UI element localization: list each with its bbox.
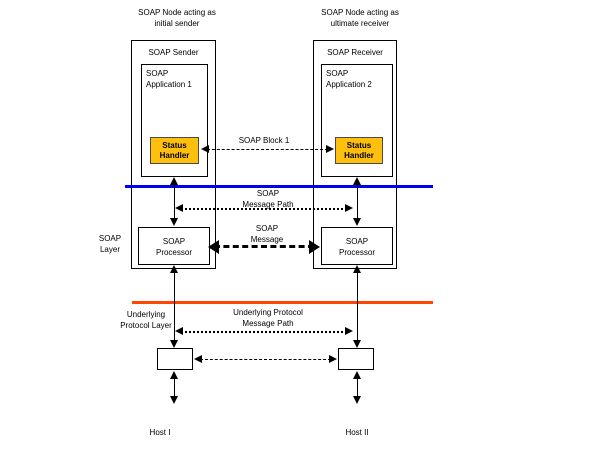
soap-layer-label-line2: Layer xyxy=(99,245,120,254)
app-processor-arrow-right-line xyxy=(357,183,358,220)
right-node-caption-line1: SOAP Node acting as xyxy=(321,8,399,17)
arrowhead-right-icon xyxy=(345,327,353,335)
host-right-label: Host II xyxy=(345,428,369,437)
soap-receiver-label: SOAP Receiver xyxy=(327,48,383,57)
underlying-node-left-box xyxy=(157,348,193,370)
node-wire-arrow-right xyxy=(353,371,362,404)
soap-message-label-line1: SOAP xyxy=(255,224,279,233)
status-handler-right-line1: Status xyxy=(346,140,372,150)
app-processor-arrow-left xyxy=(170,177,179,226)
soap-message-path-label: SOAP Message Path xyxy=(218,188,318,210)
arrowhead-up-icon xyxy=(353,265,361,273)
soap-message-path-arrow-line xyxy=(181,208,347,210)
arrowhead-left-icon xyxy=(208,240,219,254)
processor-node-arrow-left xyxy=(170,265,179,348)
underlying-message-path-label: Underlying Protocol Message Path xyxy=(218,307,318,329)
host-left-label: Host I xyxy=(149,428,171,437)
soap-layer-line xyxy=(125,185,433,188)
soap-sender-label: SOAP Sender xyxy=(148,48,199,57)
left-node-caption-line2: initial sender xyxy=(154,19,200,28)
soap-message-path-label-line1: SOAP xyxy=(256,189,280,198)
status-handler-right-line2: Handler xyxy=(344,150,374,160)
underlying-message-path-label-line2: Message Path xyxy=(242,319,294,328)
left-node-caption: SOAP Node acting as initial sender xyxy=(112,7,242,29)
soap-processor-left-label-line2: Processor xyxy=(155,248,192,257)
arrowhead-up-icon xyxy=(170,265,178,273)
arrowhead-up-icon xyxy=(353,371,361,379)
soap-message-label-line2: Message xyxy=(250,235,284,244)
underlying-node-link-arrow-line xyxy=(200,359,331,360)
soap-block-label: SOAP Block 1 xyxy=(238,136,290,145)
soap-message-arrow xyxy=(208,240,320,254)
underlying-protocol-layer-label-line1: Underlying xyxy=(126,310,166,319)
right-node-caption: SOAP Node acting as ultimate receiver xyxy=(295,7,425,29)
status-handler-right-box: Status Handler xyxy=(335,137,383,164)
underlying-message-path-label-line1: Underlying Protocol xyxy=(233,308,303,317)
node-wire-arrow-right-line xyxy=(357,377,358,398)
underlying-message-path-arrow xyxy=(175,327,353,337)
underlying-protocol-layer-line xyxy=(132,301,433,304)
soap-layer-label-line1: SOAP xyxy=(98,234,122,243)
arrowhead-left-icon xyxy=(175,204,183,212)
soap-processor-right-label-line2: Processor xyxy=(338,248,375,257)
soap-message-arrow-line xyxy=(214,245,314,248)
soap-processor-right-box xyxy=(321,227,393,265)
status-handler-left-line1: Status xyxy=(162,140,187,150)
left-node-caption-line1: SOAP Node acting as xyxy=(138,8,216,17)
soap-processor-left-label: SOAP Processor xyxy=(138,236,210,258)
soap-application-1-label-line2: Application 1 xyxy=(146,80,192,89)
arrowhead-down-icon xyxy=(353,340,361,348)
soap-application-2-label-line1: SOAP xyxy=(326,69,349,78)
soap-processor-right-label: SOAP Processor xyxy=(321,236,393,258)
arrowhead-right-icon xyxy=(326,145,334,153)
arrowhead-left-icon xyxy=(201,145,209,153)
processor-node-arrow-left-line xyxy=(174,271,175,342)
underlying-node-link-arrow xyxy=(194,355,337,364)
arrowhead-down-icon xyxy=(353,396,361,404)
soap-message-path-arrow xyxy=(175,204,353,214)
app-processor-arrow-right xyxy=(353,177,362,226)
arrowhead-up-icon xyxy=(170,371,178,379)
processor-node-arrow-right xyxy=(353,265,362,348)
soap-application-2-label-line2: Application 2 xyxy=(326,80,372,89)
soap-message-path-label-line2: Message Path xyxy=(242,200,294,209)
right-node-caption-line2: ultimate receiver xyxy=(330,19,390,28)
arrowhead-right-icon xyxy=(329,355,337,363)
soap-message-label: SOAP Message xyxy=(217,223,317,245)
underlying-protocol-layer-label-line2: Protocol Layer xyxy=(120,321,172,330)
soap-processor-left-label-line1: SOAP xyxy=(162,237,186,246)
arrowhead-down-icon xyxy=(170,218,178,226)
arrowhead-left-icon xyxy=(194,355,202,363)
soap-application-2-label: SOAP Application 2 xyxy=(326,68,388,90)
soap-block-arrow xyxy=(201,145,334,154)
soap-layer-label: SOAP Layer xyxy=(85,233,135,255)
arrowhead-down-icon xyxy=(170,396,178,404)
arrowhead-right-icon xyxy=(309,240,320,254)
soap-block-arrow-line xyxy=(207,149,328,150)
arrowhead-down-icon xyxy=(170,340,178,348)
node-wire-arrow-left xyxy=(170,371,179,404)
arrowhead-up-icon xyxy=(353,177,361,185)
arrowhead-right-icon xyxy=(345,204,353,212)
node-wire-arrow-left-line xyxy=(174,377,175,398)
processor-node-arrow-right-line xyxy=(357,271,358,342)
arrowhead-up-icon xyxy=(170,177,178,185)
arrowhead-down-icon xyxy=(353,218,361,226)
app-processor-arrow-left-line xyxy=(174,183,175,220)
soap-application-1-label: SOAP Application 1 xyxy=(146,68,204,90)
soap-processor-left-box xyxy=(138,227,210,265)
underlying-protocol-layer-label: Underlying Protocol Layer xyxy=(103,309,189,331)
underlying-message-path-arrow-line xyxy=(181,331,347,333)
underlying-node-right-box xyxy=(338,348,374,370)
soap-processor-right-label-line1: SOAP xyxy=(345,237,369,246)
arrowhead-left-icon xyxy=(175,327,183,335)
soap-application-1-label-line1: SOAP xyxy=(146,69,169,78)
status-handler-left-box: Status Handler xyxy=(150,137,199,164)
status-handler-left-line2: Handler xyxy=(159,150,190,160)
